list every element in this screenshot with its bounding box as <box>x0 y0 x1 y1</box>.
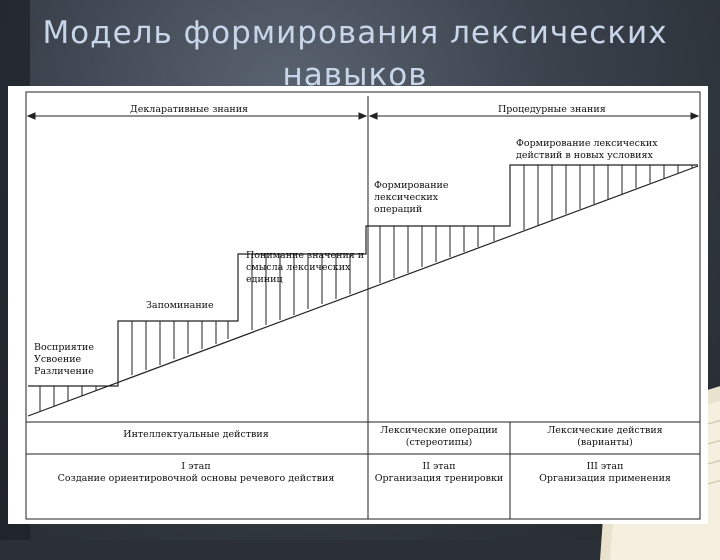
step2-label: Запоминание <box>146 300 214 311</box>
stage2-cell: II этап Организация тренировки <box>368 461 510 485</box>
stage3-description: Организация применения <box>539 473 671 484</box>
procedural-knowledge-label: Процедурные знания <box>498 104 606 115</box>
lexical-actions-cell: Лексические действия (варианты) <box>510 425 700 449</box>
procedural-arrow <box>368 112 700 120</box>
lexical-actions-line1: Лексические действия <box>547 425 663 436</box>
intellectual-actions-cell: Интеллектуальные действия <box>123 429 269 440</box>
step3-line1: Понимание значения и <box>246 250 365 261</box>
stage3-title: III этап <box>586 461 624 472</box>
step3-label: Понимание значения и смысла лексических … <box>246 250 364 286</box>
step4-line1: Формирование <box>374 180 449 191</box>
stage1-title: I этап <box>181 461 211 472</box>
diagram-frame <box>25 91 701 520</box>
staircase-hatching <box>39 165 693 412</box>
stage1-description: Создание ориентировочной основы речевого… <box>57 473 335 484</box>
step1-line2: Усвоение <box>34 354 82 365</box>
step3-line3: единиц <box>246 274 283 285</box>
lexical-actions-line2: (варианты) <box>577 437 633 448</box>
declarative-arrow <box>26 112 368 120</box>
step5-label: Формирование лексических действий в новы… <box>516 138 658 162</box>
step4-line2: лексических <box>374 192 439 203</box>
declarative-knowledge-label: Декларативные знания <box>130 104 249 115</box>
staircase-outline <box>28 164 698 387</box>
step1-line3: Различение <box>34 366 94 377</box>
lexical-operations-cell: Лексические операции (стереотипы) <box>368 425 510 449</box>
progress-diagonal <box>27 165 699 417</box>
stage2-description: Организация тренировки <box>374 473 504 484</box>
lexical-operations-line1: Лексические операции <box>380 425 498 436</box>
diagram-panel <box>8 86 708 524</box>
stage3-cell: III этап Организация применения <box>510 461 700 485</box>
stage2-title: II этап <box>422 461 456 472</box>
bottom-table-grid <box>26 421 700 519</box>
slide-title: Модель формирования лексических навыков <box>0 12 710 96</box>
slide-title-line1: Модель формирования лексических <box>42 15 668 51</box>
step3-line2: смысла лексических <box>246 262 351 273</box>
step5-line2: действий в новых условиях <box>516 150 653 161</box>
stage1-cell: I этап Создание ориентировочной основы р… <box>26 461 366 485</box>
step4-line3: операций <box>374 204 423 215</box>
lexical-operations-line2: (стереотипы) <box>405 437 473 448</box>
diagram-canvas <box>25 91 701 520</box>
step4-label: Формирование лексических операций <box>374 180 449 216</box>
step1-line1: Восприятие <box>34 342 94 353</box>
step5-line1: Формирование лексических <box>516 138 658 149</box>
step1-label: Восприятие Усвоение Различение <box>34 342 94 378</box>
